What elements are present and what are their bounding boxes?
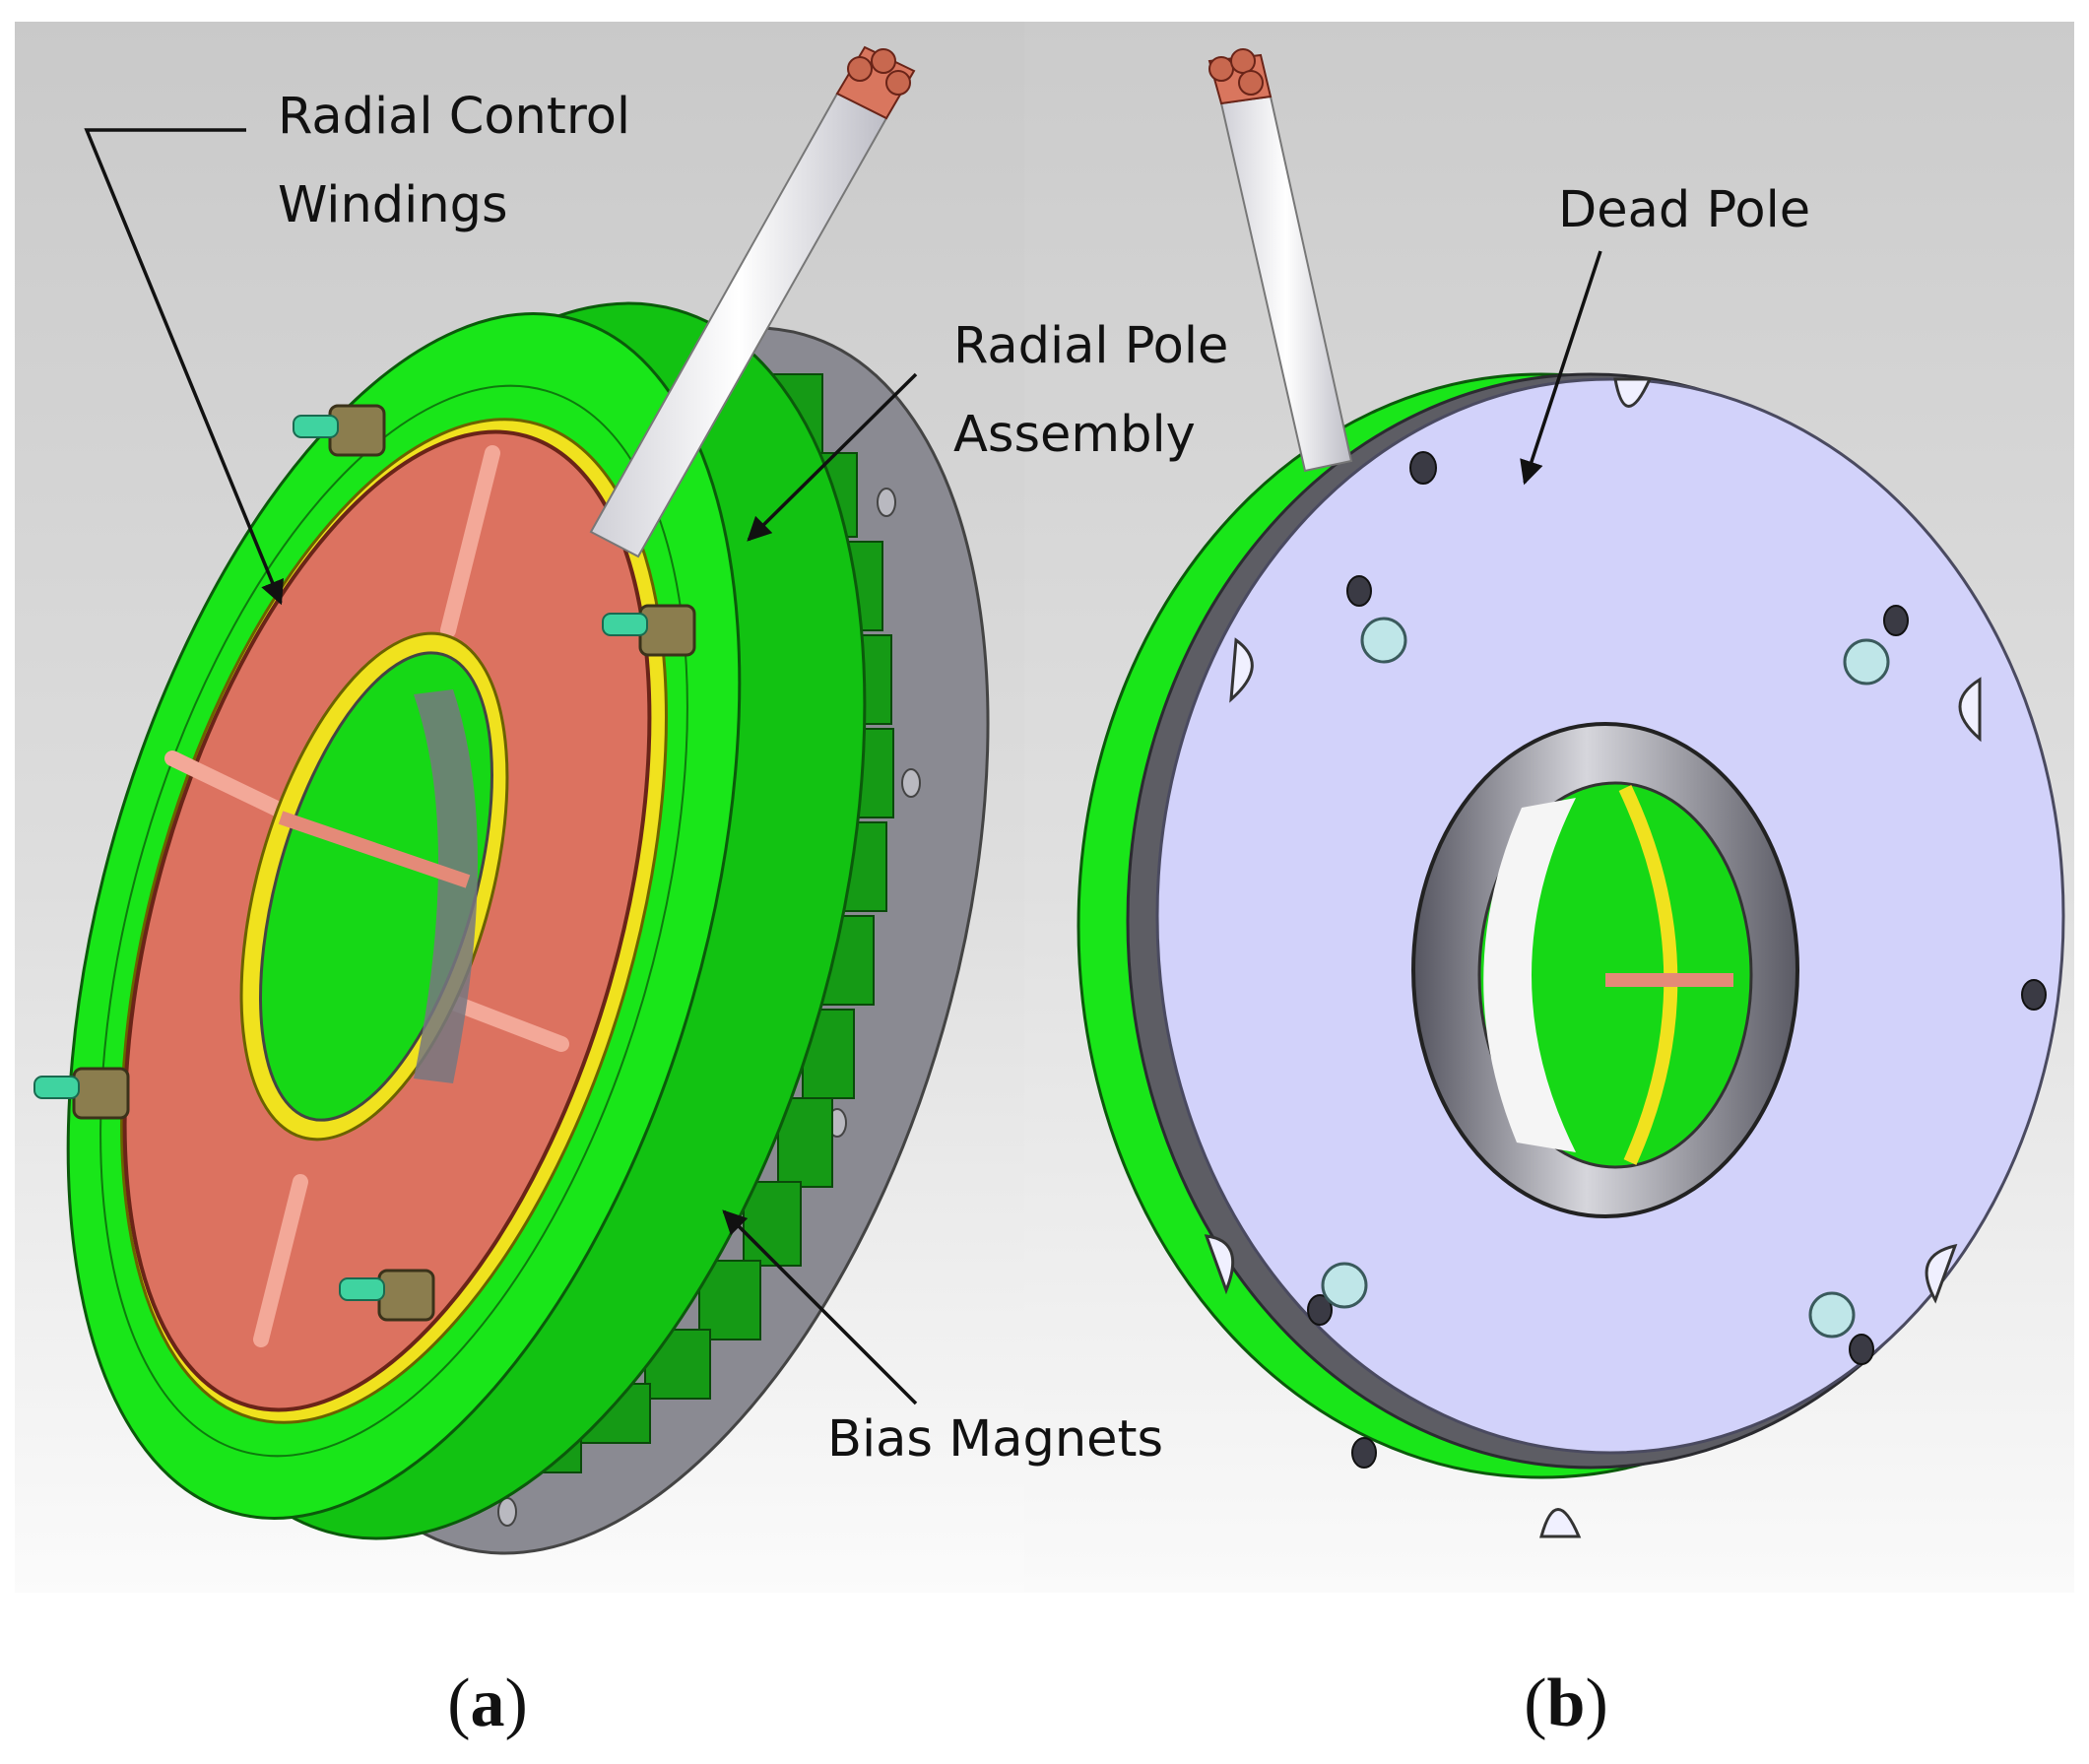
label-bias-magnets: Bias Magnets: [827, 1410, 1163, 1469]
label-dead-pole: Dead Pole: [1558, 181, 1810, 239]
caption-a: (a): [447, 1666, 528, 1741]
fitting-right: [602, 604, 696, 657]
leader-lines: [84, 128, 1602, 1405]
caption-b: (b): [1524, 1666, 1608, 1741]
fitting-left: [33, 1067, 130, 1120]
screw-fittings: [33, 404, 696, 1322]
face-holes: [1307, 451, 2047, 1469]
bore-back-gray: [414, 689, 478, 1083]
panel-a: [15, 22, 1024, 1593]
leader-radial-pole-assembly: [747, 372, 918, 542]
label-radial-control-line1: Radial Control: [278, 88, 630, 146]
cable-a: [589, 45, 916, 558]
bore-crossbar: [278, 811, 471, 888]
leader-radial-control-windings: [84, 128, 284, 606]
panel-b: [1024, 22, 2074, 1593]
label-radial-pole-line1: Radial Pole: [953, 317, 1228, 375]
cable-b: [1208, 48, 1353, 473]
bore-inner-white: [1483, 798, 1576, 1152]
face-notches: [1204, 377, 1982, 1538]
fitting-bottom: [339, 1269, 435, 1322]
face-screws: [1321, 617, 1890, 1339]
fitting-top-left: [293, 404, 386, 457]
label-radial-control-line2: Windings: [278, 176, 508, 234]
label-radial-pole-line2: Assembly: [953, 406, 1196, 464]
leader-dead-pole: [1520, 250, 1602, 486]
leader-bias-magnets: [722, 1209, 918, 1405]
green-face-step: [99, 384, 688, 1458]
